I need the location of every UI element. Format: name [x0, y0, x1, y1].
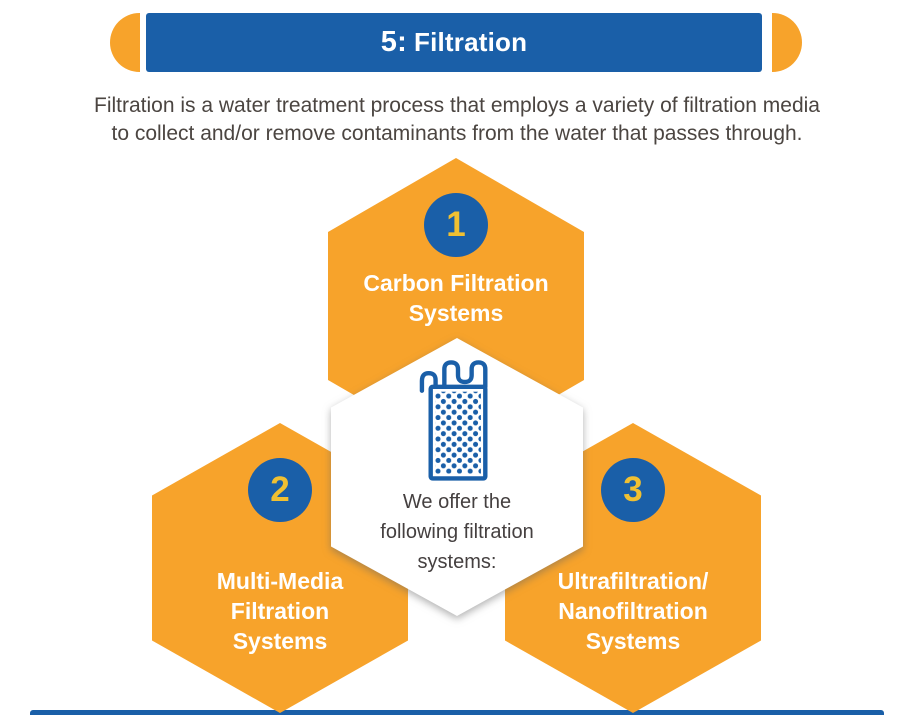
hexagon-3-label: Ultrafiltration/ Nanofiltration Systems: [505, 566, 761, 656]
section-number: 5:: [380, 26, 407, 58]
number-badge-2: 2: [248, 458, 312, 522]
intro-line-2: to collect and/or remove contaminants fr…: [111, 122, 803, 145]
hexagon-1-label-line: Systems: [408, 300, 504, 326]
header-left-cap: [110, 13, 140, 72]
hexagon-3-label-line: Systems: [585, 628, 681, 654]
center-caption: We offer the following filtration system…: [331, 487, 583, 577]
intro-line-1: Filtration is a water treatment process …: [94, 94, 820, 117]
hexagon-1-label: Carbon Filtration Systems: [328, 268, 584, 328]
intro-text: Filtration is a water treatment process …: [0, 92, 914, 148]
section-header-bar: 5:Filtration: [146, 13, 762, 72]
center-caption-line: systems:: [417, 551, 497, 573]
hexagon-3-label-line: Nanofiltration: [558, 598, 708, 624]
hexagon-2-label-line: Systems: [232, 628, 328, 654]
hexagon-2-label: Multi-Media Filtration Systems: [152, 566, 408, 656]
number-badge-3: 3: [601, 458, 665, 522]
hexagon-2-label-line: Filtration: [230, 598, 330, 624]
header-right-cap: [772, 13, 802, 72]
hexagon-3-label-line: Ultrafiltration/: [557, 568, 709, 594]
center-caption-line: following filtration: [380, 521, 534, 543]
page-title: 5:Filtration: [381, 26, 527, 59]
hexagon-2-label-line: Multi-Media: [216, 568, 344, 594]
hexagon-1-label-line: Carbon Filtration: [363, 270, 549, 296]
filter-cartridge-icon: [419, 360, 488, 481]
next-section-bar: [30, 710, 884, 715]
center-hexagon-shape: We offer the following filtration system…: [331, 338, 583, 616]
center-caption-line: We offer the: [402, 491, 512, 513]
number-badge-1: 1: [424, 193, 488, 257]
section-title-text: Filtration: [413, 27, 528, 57]
center-hexagon: We offer the following filtration system…: [331, 338, 583, 616]
